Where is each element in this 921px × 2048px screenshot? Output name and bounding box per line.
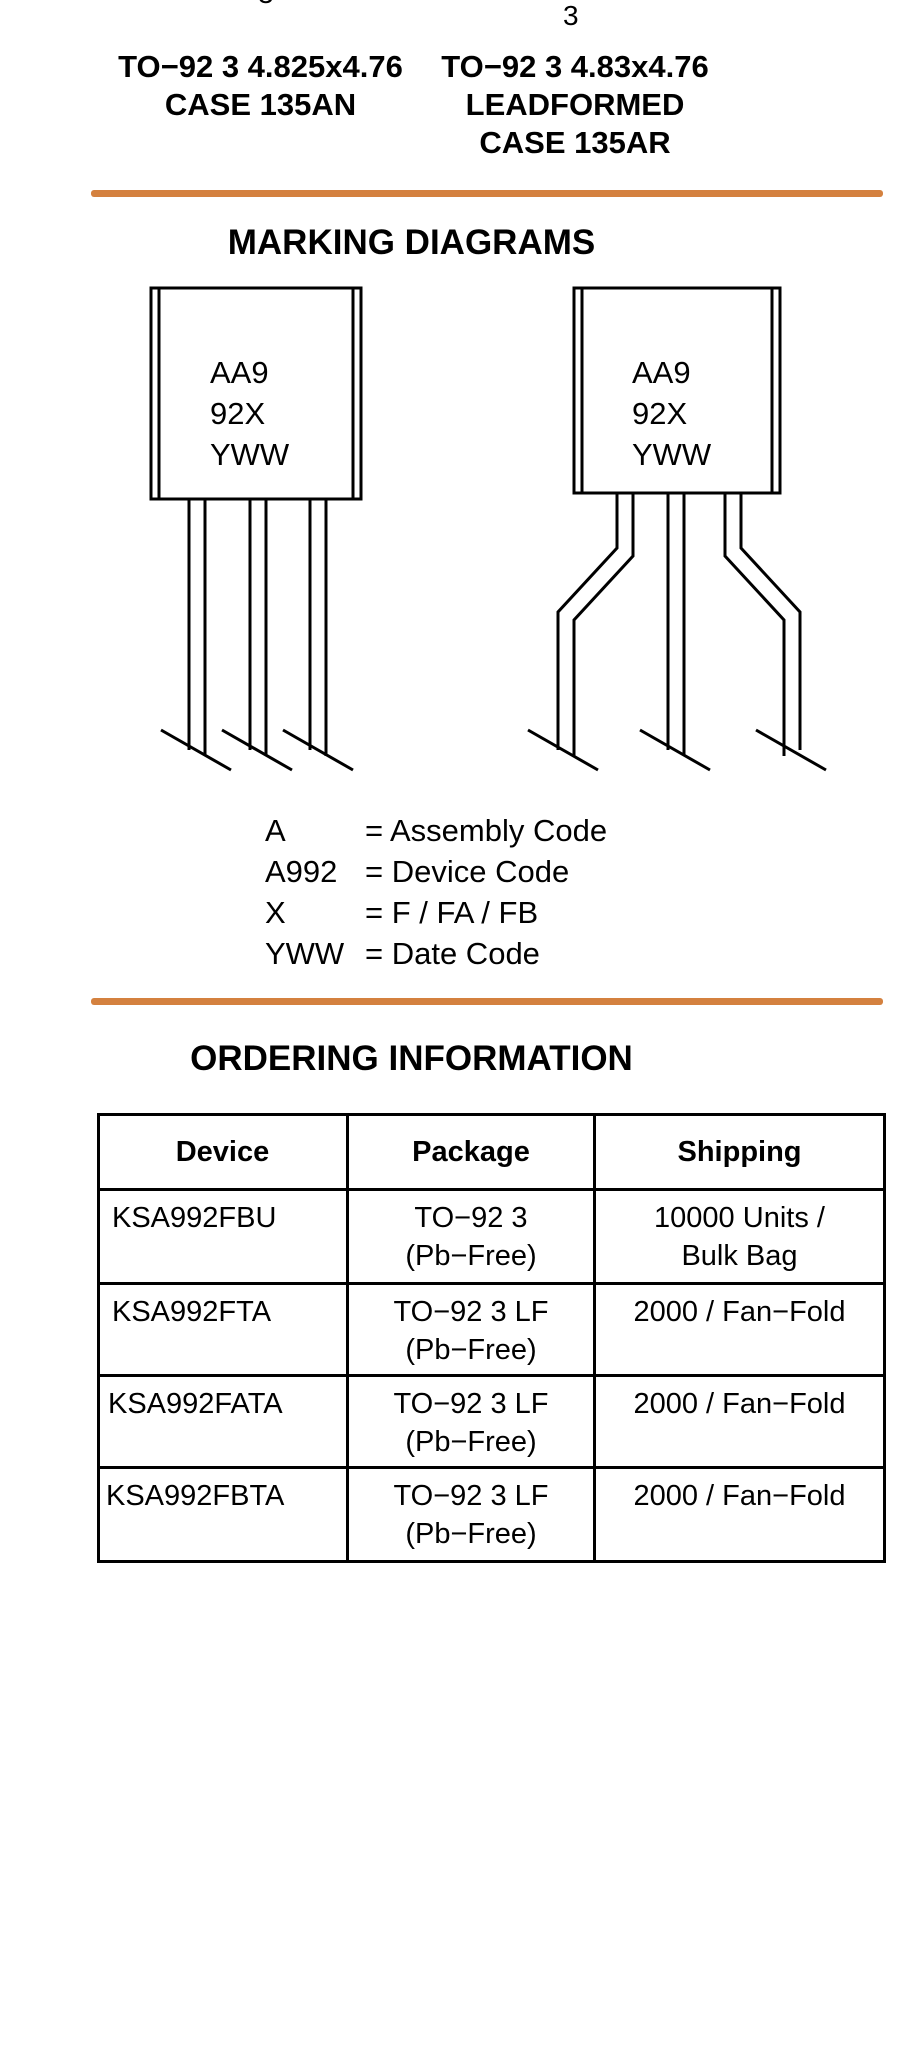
marking-line: YWW bbox=[210, 437, 290, 472]
device-cell: KSA992FBU bbox=[97, 1188, 349, 1285]
package-line: TO−92 3 LF bbox=[393, 1296, 549, 1328]
shipping-line: Bulk Bag bbox=[681, 1240, 798, 1272]
package-line: TO−92 3 4.825x4.76 bbox=[118, 49, 403, 84]
package-line: CASE 135AN bbox=[164, 87, 357, 122]
package-cell: TO−92 3 LF (Pb−Free) bbox=[346, 1374, 596, 1469]
marking-line: YWW bbox=[632, 437, 712, 472]
package-cell: TO−92 3 (Pb−Free) bbox=[346, 1188, 596, 1285]
package-line: LEADFORMED bbox=[465, 87, 685, 122]
package-line: (Pb−Free) bbox=[405, 1240, 537, 1272]
table-row: KSA992FBTA TO−92 3 LF (Pb−Free) 2000 / Fa… bbox=[97, 1466, 886, 1563]
table-header-row: Device Package Shipping bbox=[97, 1113, 886, 1191]
legend-key: YWW bbox=[265, 936, 345, 971]
chip-right-marking: AA9 92X YWW bbox=[632, 352, 711, 475]
shipping-line: 10000 Units / bbox=[654, 1202, 825, 1234]
shipping-line: 2000 / Fan−Fold bbox=[633, 1388, 846, 1420]
shipping-cell: 2000 / Fan−Fold bbox=[593, 1466, 886, 1563]
package-cell: TO−92 3 LF (Pb−Free) bbox=[346, 1466, 596, 1563]
legend-row: X = F / FA / FB bbox=[265, 892, 607, 933]
ordering-information-heading: ORDERING INFORMATION bbox=[190, 1039, 633, 1078]
fragment-number: 3 bbox=[258, 0, 274, 10]
legend-value: = Assembly Code bbox=[365, 813, 608, 848]
package-title-left: TO−92 3 4.825x4.76 CASE 135AN bbox=[108, 48, 413, 124]
marking-line: 92X bbox=[632, 396, 688, 431]
legend-row: YWW = Date Code bbox=[265, 933, 607, 974]
package-line: TO−92 3 bbox=[414, 1202, 528, 1234]
table-row: KSA992FTA TO−92 3 LF (Pb−Free) 2000 / Fan… bbox=[97, 1282, 886, 1377]
package-line: CASE 135AR bbox=[479, 125, 671, 160]
legend-value: = F / FA / FB bbox=[365, 895, 539, 930]
shipping-line: 2000 / Fan−Fold bbox=[633, 1480, 846, 1512]
fragment-number: 3 bbox=[563, 0, 579, 31]
chip-left-drawing bbox=[149, 286, 363, 772]
chip-right-drawing bbox=[527, 286, 827, 772]
table-row: KSA992FATA TO−92 3 LF (Pb−Free) 2000 / Fa… bbox=[97, 1374, 886, 1469]
marking-diagram-drawing bbox=[149, 286, 827, 772]
column-header-package: Package bbox=[346, 1113, 596, 1191]
shipping-cell: 2000 / Fan−Fold bbox=[593, 1282, 886, 1377]
package-line: (Pb−Free) bbox=[405, 1426, 537, 1458]
legend-key: A992 bbox=[265, 854, 338, 889]
legend-value: = Device Code bbox=[365, 854, 570, 889]
marking-legend: A = Assembly Code A992 = Device Code X = F … bbox=[265, 810, 607, 974]
shipping-cell: 2000 / Fan−Fold bbox=[593, 1374, 886, 1469]
shipping-cell: 10000 Units / Bulk Bag bbox=[593, 1188, 886, 1285]
marking-diagrams-heading: MARKING DIAGRAMS bbox=[227, 223, 596, 262]
package-line: (Pb−Free) bbox=[405, 1334, 537, 1366]
table-row: KSA992FBU TO−92 3 (Pb−Free) 10000 Units /… bbox=[97, 1188, 886, 1285]
column-header-shipping: Shipping bbox=[593, 1113, 886, 1191]
ordering-table: Device Package Shipping KSA992FBU TO−92 … bbox=[97, 1113, 886, 1563]
package-cell: TO−92 3 LF (Pb−Free) bbox=[346, 1282, 596, 1377]
device-cell: KSA992FATA bbox=[97, 1374, 349, 1469]
section-divider bbox=[91, 998, 883, 1005]
fragment-number: 2 bbox=[518, 0, 534, 2]
marking-line: AA9 bbox=[632, 355, 691, 390]
marking-line: 92X bbox=[210, 396, 266, 431]
package-line: TO−92 3 LF bbox=[393, 1480, 549, 1512]
device-cell: KSA992FBTA bbox=[97, 1466, 349, 1563]
legend-key: X bbox=[265, 895, 286, 930]
package-line: TO−92 3 4.83x4.76 bbox=[441, 49, 709, 84]
package-line: TO−92 3 LF bbox=[393, 1388, 549, 1420]
package-title-right: TO−92 3 4.83x4.76 LEADFORMED CASE 135AR bbox=[430, 48, 720, 162]
shipping-line: 2000 / Fan−Fold bbox=[633, 1296, 846, 1328]
legend-row: A992 = Device Code bbox=[265, 851, 607, 892]
marking-line: AA9 bbox=[210, 355, 269, 390]
column-header-device: Device bbox=[97, 1113, 349, 1191]
section-divider bbox=[91, 190, 883, 197]
legend-key: A bbox=[265, 813, 286, 848]
legend-value: = Date Code bbox=[365, 936, 540, 971]
package-line: (Pb−Free) bbox=[405, 1518, 537, 1550]
device-cell: KSA992FTA bbox=[97, 1282, 349, 1377]
legend-row: A = Assembly Code bbox=[265, 810, 607, 851]
chip-left-marking: AA9 92X YWW bbox=[210, 352, 289, 475]
